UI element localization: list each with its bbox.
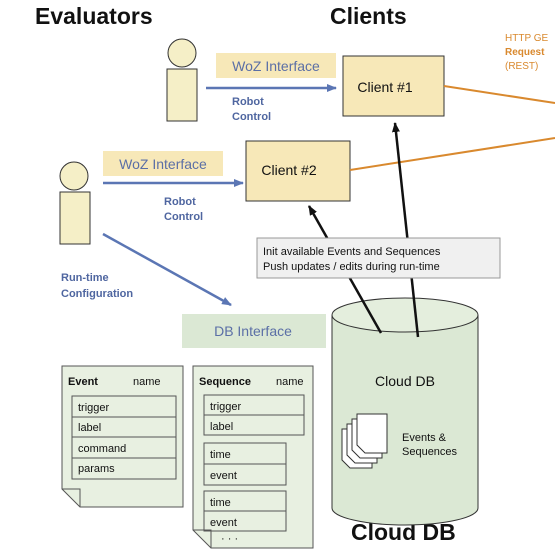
sync-callout <box>256 237 501 279</box>
woz-interface-box <box>103 151 223 176</box>
clients-heading: Clients <box>330 3 407 29</box>
sequence-step-field: time <box>210 449 231 461</box>
robot-control-label: Control <box>232 111 271 123</box>
event-field: label <box>78 422 101 434</box>
callout-line: Init available Events and Sequences <box>263 246 441 258</box>
robot-control-label: Robot <box>164 196 196 208</box>
http-connection-line <box>443 85 555 104</box>
events-sequences-label: Events & <box>402 432 447 444</box>
sequence-name-field: name <box>276 376 304 388</box>
db-interface-label: DB Interface <box>214 323 292 339</box>
event-field: params <box>78 463 115 475</box>
robot-control-label: Robot <box>232 96 264 108</box>
runtime-configuration-label: Run-time <box>61 272 109 284</box>
sequence-field: label <box>210 421 233 433</box>
person-icon <box>166 38 198 122</box>
cylinder-label: Cloud DB <box>375 373 435 389</box>
events-sequences-label: Sequences <box>402 446 458 458</box>
http-connection-line <box>349 137 555 171</box>
sequence-step-field: event <box>210 517 237 529</box>
http-note: HTTP GE <box>505 33 548 44</box>
robot-control-label: Control <box>164 211 203 223</box>
sequence-step-field: event <box>210 470 237 482</box>
event-name-field: name <box>133 376 161 388</box>
sequence-ellipsis: · · · <box>221 533 238 545</box>
runtime-configuration-label: Configuration <box>61 288 133 300</box>
event-field: trigger <box>78 402 110 414</box>
document-stack-icon <box>341 413 388 469</box>
db-interface-box <box>182 314 326 348</box>
database-cylinder-icon <box>331 297 479 526</box>
event-field: command <box>78 443 126 455</box>
callout-line: Push updates / edits during run-time <box>263 261 440 273</box>
client-1-label: Client #1 <box>357 79 412 95</box>
client-2-label: Client #2 <box>261 162 316 178</box>
sequence-step-field: time <box>210 497 231 509</box>
client-1-box <box>342 55 445 117</box>
http-note: (REST) <box>505 61 538 72</box>
runtime-configuration-arrow <box>102 232 232 307</box>
http-note: Request <box>505 47 545 58</box>
person-icon <box>59 161 91 245</box>
evaluators-heading: Evaluators <box>35 3 153 29</box>
woz-interface-label: WoZ Interface <box>119 156 207 172</box>
client-2-box <box>245 140 351 202</box>
db-to-client-1-arrow <box>391 122 420 338</box>
event-title: Event <box>68 376 98 388</box>
event-document: Event name trigger label command params <box>61 365 184 508</box>
sequence-field: trigger <box>210 401 242 413</box>
sequence-title: Sequence <box>199 376 251 388</box>
woz-interface-box <box>216 53 336 78</box>
sequence-document: Sequence name trigger label time event t… <box>192 365 314 549</box>
woz-interface-label: WoZ Interface <box>232 58 320 74</box>
